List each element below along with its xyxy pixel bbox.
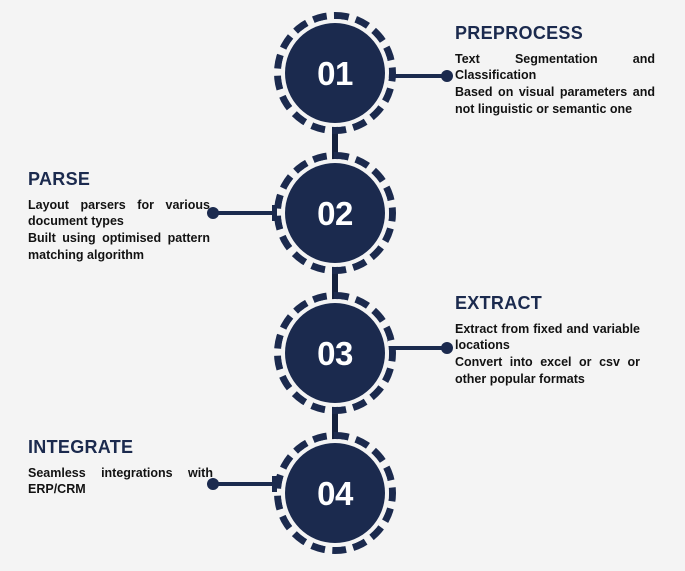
step-node-02[interactable]: 02 bbox=[274, 152, 396, 274]
step-node-03[interactable]: 03 bbox=[274, 292, 396, 414]
dashed-ring-icon bbox=[274, 12, 396, 134]
dashed-ring-icon bbox=[274, 292, 396, 414]
step-heading: INTEGRATE bbox=[28, 437, 134, 457]
leader-dot-icon bbox=[441, 342, 453, 354]
connector-step2-step3 bbox=[332, 266, 338, 300]
step-body-line: Seamless integrations with ERP/CRM bbox=[28, 465, 213, 497]
leader-line-segment bbox=[215, 482, 274, 486]
step-number-label: 04 bbox=[317, 474, 353, 512]
step-disc: 01 bbox=[285, 23, 385, 123]
step-number-label: 03 bbox=[317, 334, 353, 372]
step-text-block-parse: PARSE Layout parsers for various documen… bbox=[28, 169, 210, 263]
step-body-line: Convert into excel or csv or other popul… bbox=[455, 355, 640, 386]
leader-line-segment bbox=[215, 211, 274, 215]
step-heading: PREPROCESS bbox=[455, 23, 584, 43]
step-text-block-integrate: INTEGRATE Seamless integrations with ERP… bbox=[28, 437, 213, 498]
step-disc: 02 bbox=[285, 163, 385, 263]
leader-dot-icon bbox=[207, 478, 219, 490]
dashed-ring-icon bbox=[274, 152, 396, 274]
dashed-ring-icon bbox=[274, 432, 396, 554]
connector-step1-step2 bbox=[332, 126, 338, 160]
step-disc: 03 bbox=[285, 303, 385, 403]
step-body-line: Layout parsers for various document type… bbox=[28, 197, 210, 229]
leader-dot-icon bbox=[207, 207, 219, 219]
step-node-01[interactable]: 01 bbox=[274, 12, 396, 134]
leader-line-step2 bbox=[207, 203, 277, 223]
leader-line-segment bbox=[386, 346, 445, 350]
step-body-line: Extract from fixed and variable location… bbox=[455, 321, 640, 353]
step-number-label: 01 bbox=[317, 54, 353, 92]
step-text-block-preprocess: PREPROCESS Text Segmentation and Classif… bbox=[455, 23, 655, 117]
step-heading: PARSE bbox=[28, 169, 91, 189]
step-body-line: Built using optimised pattern matching a… bbox=[28, 231, 210, 262]
leader-dot-icon bbox=[441, 70, 453, 82]
step-node-04[interactable]: 04 bbox=[274, 432, 396, 554]
step-text-block-extract: EXTRACT Extract from fixed and variable … bbox=[455, 293, 640, 387]
leader-line-segment bbox=[386, 74, 445, 78]
step-heading: EXTRACT bbox=[455, 293, 543, 313]
connector-step3-step4 bbox=[332, 406, 338, 440]
step-body-line: Text Segmentation and Classification bbox=[455, 51, 655, 83]
step-body-line: Based on visual parameters and not lingu… bbox=[455, 85, 655, 116]
step-disc: 04 bbox=[285, 443, 385, 543]
leader-line-step4 bbox=[207, 474, 277, 494]
step-number-label: 02 bbox=[317, 194, 353, 232]
